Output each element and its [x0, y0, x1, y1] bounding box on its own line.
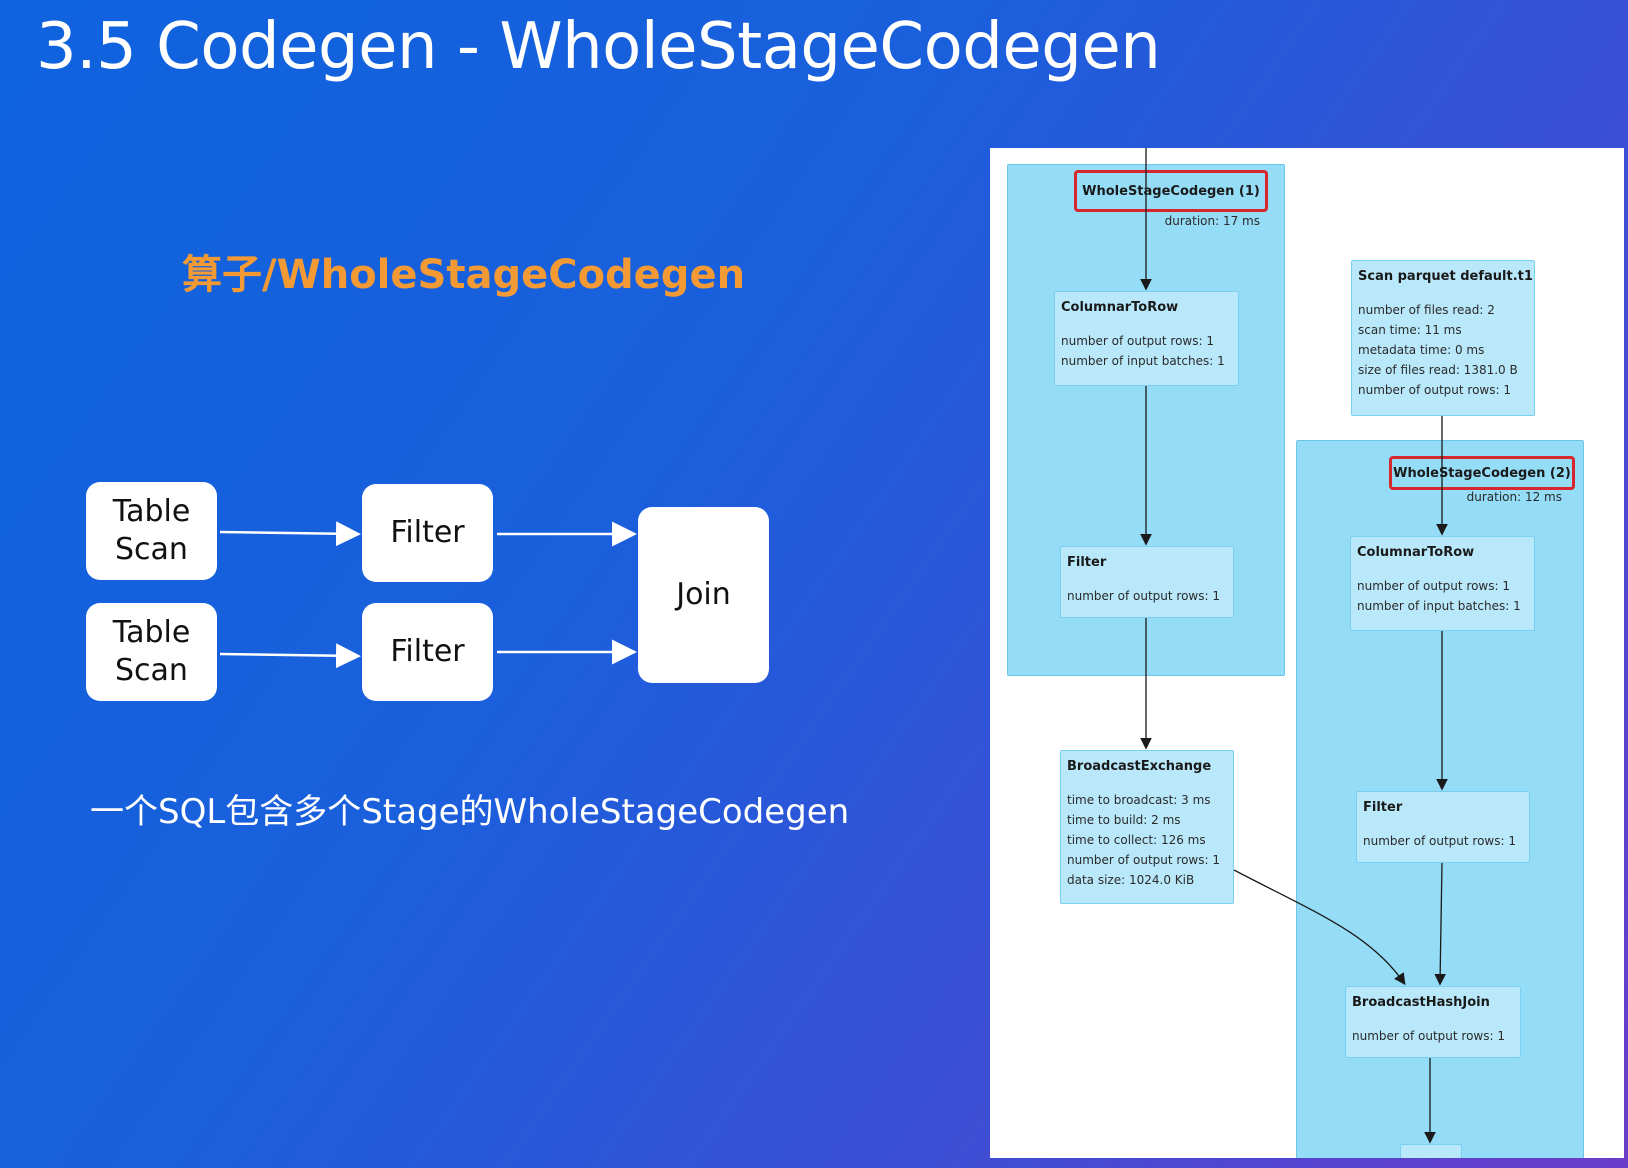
slide-caption: 一个SQL包含多个Stage的WholeStageCodegen — [90, 792, 850, 832]
node-metric: number of input batches: 1 — [1357, 599, 1521, 613]
node-metric: number of output rows: 1 — [1357, 579, 1510, 593]
node-title: BroadcastExchange — [1067, 759, 1212, 774]
node-metric: number of output rows: 1 — [1067, 853, 1220, 867]
node-metric: number of output rows: 1 — [1363, 834, 1516, 848]
node-metric: time to collect: 126 ms — [1067, 833, 1206, 847]
query-plan-panel: WholeStageCodegen (1) duration: 17 ms Wh… — [990, 148, 1624, 1158]
edge-filter-2-broadcast-hash-join — [1434, 862, 1447, 986]
node-scan-parquet: Scan parquet default.t1 number of files … — [1351, 260, 1535, 416]
node-metric: size of files read: 1381.0 B — [1358, 363, 1518, 377]
node-title: Scan parquet default.t1 — [1358, 269, 1533, 284]
arrow-scan1-filter1 — [219, 521, 361, 547]
arrow-scan2-filter2 — [219, 643, 361, 669]
slide-subtitle: 算子/WholeStageCodegen — [182, 252, 746, 298]
stage-1-label: WholeStageCodegen (1) — [1074, 170, 1268, 212]
node-metric: number of output rows: 1 — [1352, 1029, 1505, 1043]
node-columnar-to-row-2: ColumnarToRow number of output rows: 1 n… — [1350, 536, 1535, 631]
node-metric: time to build: 2 ms — [1067, 813, 1181, 827]
table-scan-box-1: Table Scan — [86, 482, 217, 580]
node-metric: number of output rows: 1 — [1067, 589, 1220, 603]
node-title: Filter — [1067, 555, 1107, 570]
node-title: Filter — [1363, 800, 1403, 815]
node-title: ColumnarToRow — [1357, 545, 1475, 560]
table-scan-label-2: Table Scan — [112, 615, 191, 688]
node-metric: number of output rows: 1 — [1061, 334, 1214, 348]
node-metric: number of input batches: 1 — [1061, 354, 1225, 368]
table-scan-label-1: Table Scan — [112, 494, 191, 567]
node-metric: time to broadcast: 3 ms — [1067, 793, 1211, 807]
node-next-truncated — [1400, 1144, 1462, 1158]
node-metric: number of output rows: 1 — [1358, 383, 1511, 397]
filter-box-2: Filter — [362, 603, 493, 701]
node-metric: metadata time: 0 ms — [1358, 343, 1485, 357]
table-scan-box-2: Table Scan — [86, 603, 217, 701]
node-columnar-to-row-1: ColumnarToRow number of output rows: 1 n… — [1054, 291, 1239, 386]
node-metric: data size: 1024.0 KiB — [1067, 873, 1195, 887]
plan-edges — [1140, 148, 1448, 1144]
slide-title: 3.5 Codegen - WholeStageCodegen — [36, 10, 1161, 84]
join-label: Join — [676, 577, 731, 612]
node-filter-1: Filter number of output rows: 1 — [1060, 546, 1234, 618]
join-box: Join — [638, 507, 769, 683]
filter-label-2: Filter — [390, 634, 465, 669]
edge-broadcast-exchange-hash-join — [1233, 869, 1406, 986]
node-title: BroadcastHashJoin — [1352, 995, 1490, 1010]
node-metric: number of files read: 2 — [1358, 303, 1495, 317]
stage-2-label: WholeStageCodegen (2) — [1389, 456, 1575, 490]
filter-label-1: Filter — [390, 515, 465, 550]
node-broadcast-exchange: BroadcastExchange time to broadcast: 3 m… — [1060, 750, 1234, 904]
node-filter-2: Filter number of output rows: 1 — [1356, 791, 1530, 863]
node-title: ColumnarToRow — [1061, 300, 1179, 315]
node-broadcast-hash-join: BroadcastHashJoin number of output rows:… — [1345, 986, 1521, 1058]
stage-2-duration: duration: 12 ms — [1466, 490, 1562, 504]
node-metric: scan time: 11 ms — [1358, 323, 1462, 337]
stage-1-duration: duration: 17 ms — [1164, 214, 1260, 228]
filter-box-1: Filter — [362, 484, 493, 582]
